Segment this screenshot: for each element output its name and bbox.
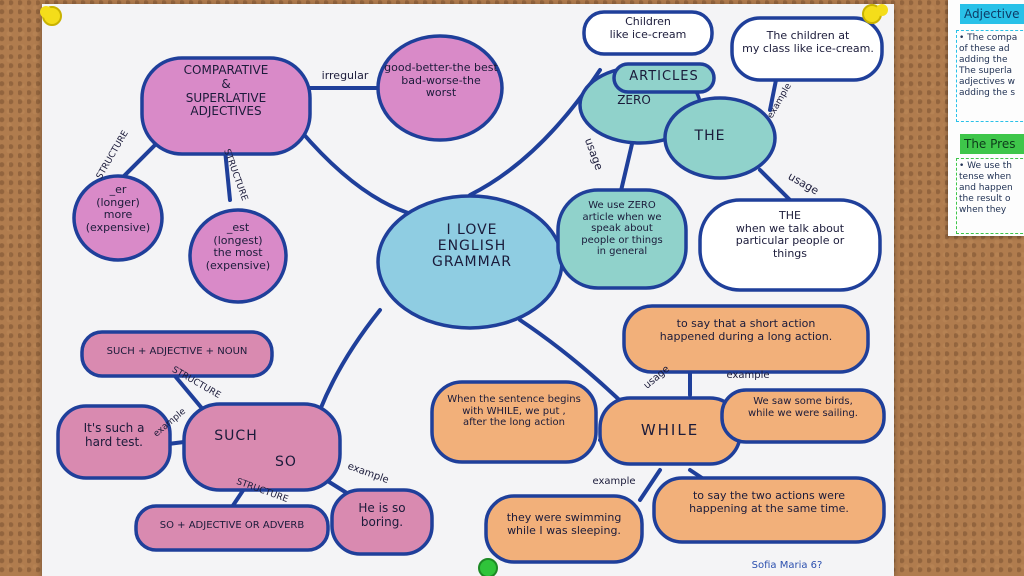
zero-usage-text: We use ZERO article when we speak about … [581, 200, 663, 257]
so-title: SO [275, 454, 297, 470]
class-example-bubble [730, 16, 884, 82]
while-example-label-bottom: example [592, 476, 636, 487]
er-bubble-text: _er (longer) more (expensive) [85, 183, 151, 234]
the-usage-text: THE when we talk about particular people… [735, 209, 845, 260]
short-action-text: to say that a short action happened duri… [659, 317, 833, 343]
zero-usage-bubble [556, 188, 688, 290]
birds-example-bubble [720, 388, 886, 444]
so-structure-bubble [134, 504, 330, 552]
articles-title: ARTICLES [629, 69, 699, 84]
articles-label-bubble [612, 62, 716, 94]
side-card-text-2: • We use th tense when and happen the re… [956, 158, 1024, 234]
such-example-bubble [56, 404, 172, 480]
so-example-bubble [330, 488, 434, 556]
sentence-begins-bubble [430, 380, 598, 464]
short-action-bubble [622, 304, 870, 374]
such-so-bubble [182, 402, 342, 492]
center-title: I LOVE ENGLISH GRAMMAR [431, 222, 513, 271]
the-usage-bubble [698, 198, 882, 292]
bubbles [56, 10, 886, 564]
class-example-text: The children at my class like ice-cream. [742, 29, 874, 55]
sentence-begins-text: When the sentence begins with WHILE, we … [447, 394, 581, 428]
adjectives-bubble [140, 56, 312, 156]
so-example-text: He is so boring. [358, 501, 406, 529]
while-example-label-top: example [726, 370, 770, 381]
irregular-bubble [376, 34, 504, 142]
while-title: WHILE [640, 421, 700, 439]
birds-example-text: We saw some birds, while we were sailing… [747, 396, 858, 419]
swimming-example-text: they were swimming while I was sleeping. [506, 511, 622, 537]
irregular-label: irregular [321, 69, 369, 82]
such-title: SUCH [214, 428, 258, 444]
children-text: Children like ice-cream [609, 15, 687, 41]
swimming-example-bubble [484, 494, 644, 564]
er-bubble [72, 174, 164, 262]
irregular-examples: good-better-the best bad-worse-the worst [384, 61, 498, 100]
so-structure-text: SO + ADJECTIVE OR ADVERB [159, 520, 305, 531]
side-card-text-1: • The compa of these ad adding the The s… [956, 30, 1024, 122]
the-bubble [663, 96, 777, 180]
side-card: Adjective • The compa of these ad adding… [948, 0, 1024, 236]
adjectives-title: COMPARATIVE & SUPERLATIVE ADJECTIVES [183, 63, 269, 119]
such-example-text: It's such a hard test. [83, 421, 145, 449]
signature: Sofia Maria 6? [751, 560, 823, 571]
est-bubble [188, 208, 288, 304]
est-bubble-text: _est (longest) the most (expensive) [205, 221, 271, 272]
zero-title: ZERO [617, 93, 651, 107]
the-title: THE [694, 128, 726, 144]
such-structure-text: SUCH + ADJECTIVE + NOUN [106, 346, 248, 357]
two-actions-bubble [652, 476, 886, 544]
side-card-header-2: The Pres [960, 134, 1024, 154]
children-bubble [582, 10, 714, 56]
pin-bottom [478, 558, 498, 576]
two-actions-text: to say the two actions were happening at… [689, 489, 849, 515]
side-card-header-1: Adjective [960, 4, 1024, 24]
such-structure-bubble [80, 330, 274, 378]
pins [40, 4, 888, 576]
